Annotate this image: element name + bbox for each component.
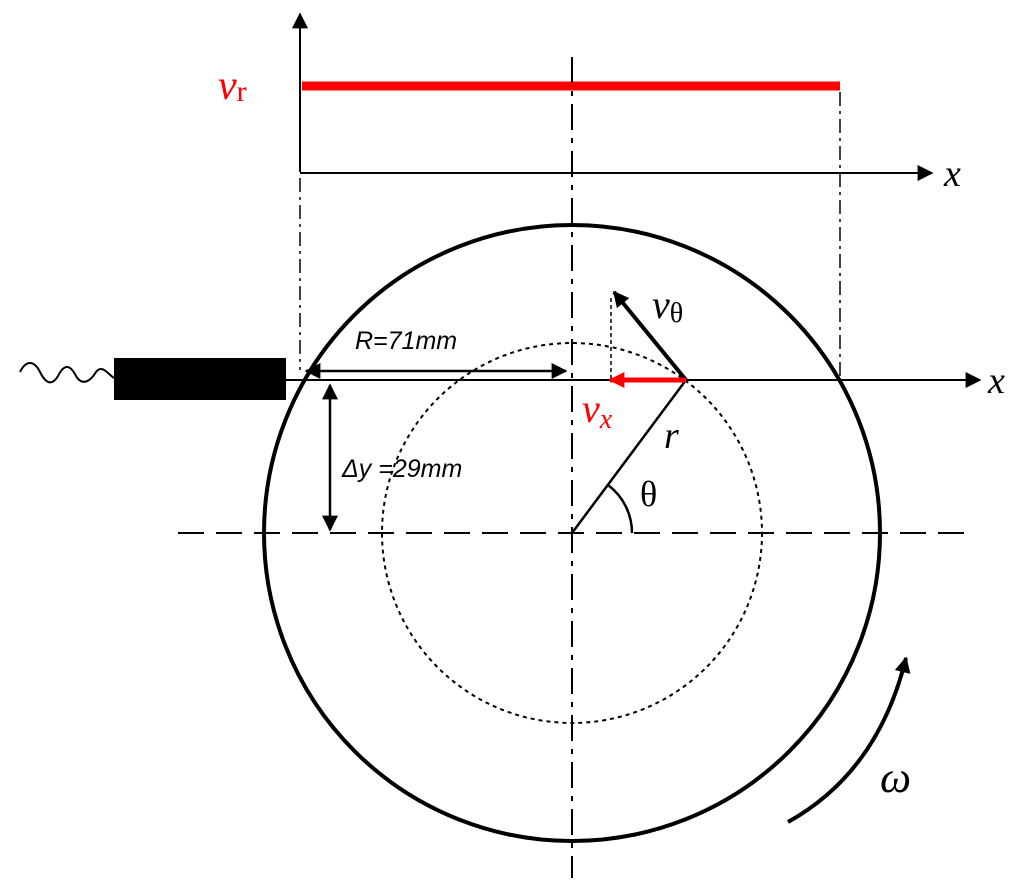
x-axis-top-label: x [943, 153, 961, 195]
theta-label: θ [640, 474, 657, 514]
vx-label: vx [582, 386, 613, 435]
theta-arc [607, 484, 634, 534]
vr-label: vr [218, 63, 247, 109]
vtheta-label: vθ [652, 282, 683, 329]
probe-cable [19, 362, 115, 384]
r-label: r [664, 415, 679, 457]
projection-lines [299, 92, 841, 378]
inner-dotted-circle [381, 342, 763, 724]
velocity-profile-plot: vr x [218, 12, 961, 195]
radius-line [570, 379, 688, 534]
vtheta-vector [612, 290, 688, 382]
laser-probe [19, 358, 286, 400]
omega-label: ω [880, 753, 911, 802]
rotation-arrow [787, 656, 911, 824]
outer-disc-circle [262, 223, 882, 843]
R-dimension-label: R=71mm [355, 327, 457, 355]
probe-body [114, 358, 286, 400]
x-axis-mid-label: x [987, 360, 1005, 402]
dy-dimension-label: Δy =29mm [341, 455, 462, 483]
